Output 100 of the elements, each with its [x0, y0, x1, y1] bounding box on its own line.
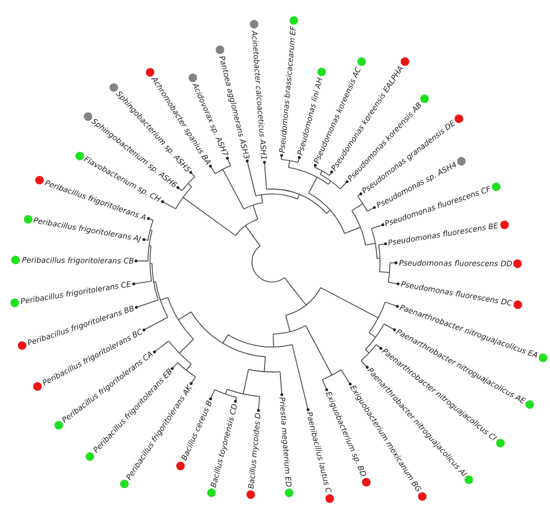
branch-arc — [248, 369, 281, 372]
branch-line — [378, 242, 387, 246]
branch-line — [150, 230, 152, 232]
branch-arc — [235, 218, 258, 236]
branch-arc — [152, 263, 159, 300]
branch-arc — [308, 192, 346, 234]
branch-line — [364, 349, 370, 354]
branch-arc — [371, 228, 378, 259]
branch-line — [314, 164, 317, 168]
branch-line — [384, 324, 396, 332]
branch-arc — [388, 262, 390, 283]
branch-line — [209, 389, 216, 400]
branch-line — [224, 388, 228, 394]
branch-arc — [148, 230, 152, 262]
branch-arc — [266, 188, 327, 214]
branch-line — [242, 369, 249, 394]
branch-line — [153, 281, 156, 282]
branch-arc — [214, 165, 231, 174]
branch-line — [260, 194, 264, 204]
branch-line — [284, 277, 307, 306]
branch-arc — [228, 334, 293, 348]
branch-line — [132, 280, 152, 286]
branch-line — [263, 160, 267, 190]
branch-line — [368, 332, 376, 338]
branch-arc — [360, 344, 377, 362]
branch-line — [388, 282, 400, 286]
branch-line — [246, 160, 256, 196]
branch-line — [285, 314, 290, 332]
branch-arc — [226, 388, 260, 397]
branch-line — [188, 183, 192, 188]
branch-arc — [150, 246, 152, 282]
branch-arc — [368, 302, 386, 334]
branch-arc — [378, 244, 380, 272]
branch-arc — [255, 194, 298, 200]
branch-line — [222, 334, 228, 344]
branch-arc — [155, 281, 168, 318]
branch-line — [357, 192, 362, 197]
branch-line — [148, 245, 152, 246]
branch-line — [178, 338, 194, 354]
branch-line — [178, 311, 192, 320]
branch-line — [161, 200, 176, 210]
branch-arc — [168, 340, 192, 364]
branch-line — [153, 340, 170, 354]
branch-arc — [243, 202, 264, 210]
branch-line — [344, 226, 361, 234]
branch-line — [134, 300, 159, 309]
branch-line — [376, 258, 380, 259]
branch-arc — [272, 325, 306, 334]
branch-arc — [177, 362, 196, 378]
branch-line — [190, 376, 196, 385]
branch-arc — [280, 158, 298, 163]
branch-arc — [288, 166, 329, 185]
branch-line — [366, 206, 376, 212]
branch-line — [288, 160, 290, 168]
branch-arc — [167, 296, 194, 340]
branch-line — [326, 210, 331, 214]
branch-line — [360, 360, 369, 369]
branch-line — [298, 156, 301, 163]
branch-line — [186, 363, 192, 371]
branch-arc — [190, 311, 266, 358]
branch-arc — [252, 245, 285, 282]
branch-line — [147, 217, 154, 221]
branch-line — [297, 194, 300, 200]
branch-arc — [214, 389, 237, 398]
branch-line — [322, 379, 328, 392]
branch-arc — [181, 176, 196, 192]
branch-line — [384, 302, 399, 308]
branch-line — [305, 325, 332, 376]
branch-arc — [285, 287, 322, 316]
branch-line — [272, 334, 274, 348]
branch-line — [170, 362, 178, 370]
branch-line — [292, 344, 310, 412]
branch-line — [340, 180, 349, 190]
branch-line — [340, 369, 352, 386]
branch-line — [256, 396, 260, 412]
branch-arc — [357, 196, 368, 212]
branch-arc — [147, 220, 154, 241]
branch-line — [234, 396, 237, 403]
branch-line — [320, 170, 323, 175]
branch-line — [252, 204, 258, 220]
branch-line — [264, 356, 266, 372]
branch-line — [308, 176, 318, 194]
branch-line — [371, 223, 384, 230]
branch-line — [182, 196, 236, 236]
branch-line — [376, 344, 382, 350]
branch-line — [176, 186, 182, 192]
branch-arc — [320, 174, 341, 190]
branch-arc — [175, 186, 192, 210]
branch-line — [351, 203, 364, 212]
branch-line — [222, 168, 244, 210]
branch-line — [365, 242, 376, 246]
branch-line — [134, 259, 148, 262]
branch-line — [244, 225, 261, 246]
branch-arc — [322, 369, 342, 380]
branch-line — [320, 287, 379, 318]
branch-line — [280, 371, 284, 396]
branch-arc — [351, 210, 366, 246]
branch-line — [160, 296, 168, 300]
branch-line — [208, 164, 216, 174]
branch-line — [329, 170, 334, 176]
